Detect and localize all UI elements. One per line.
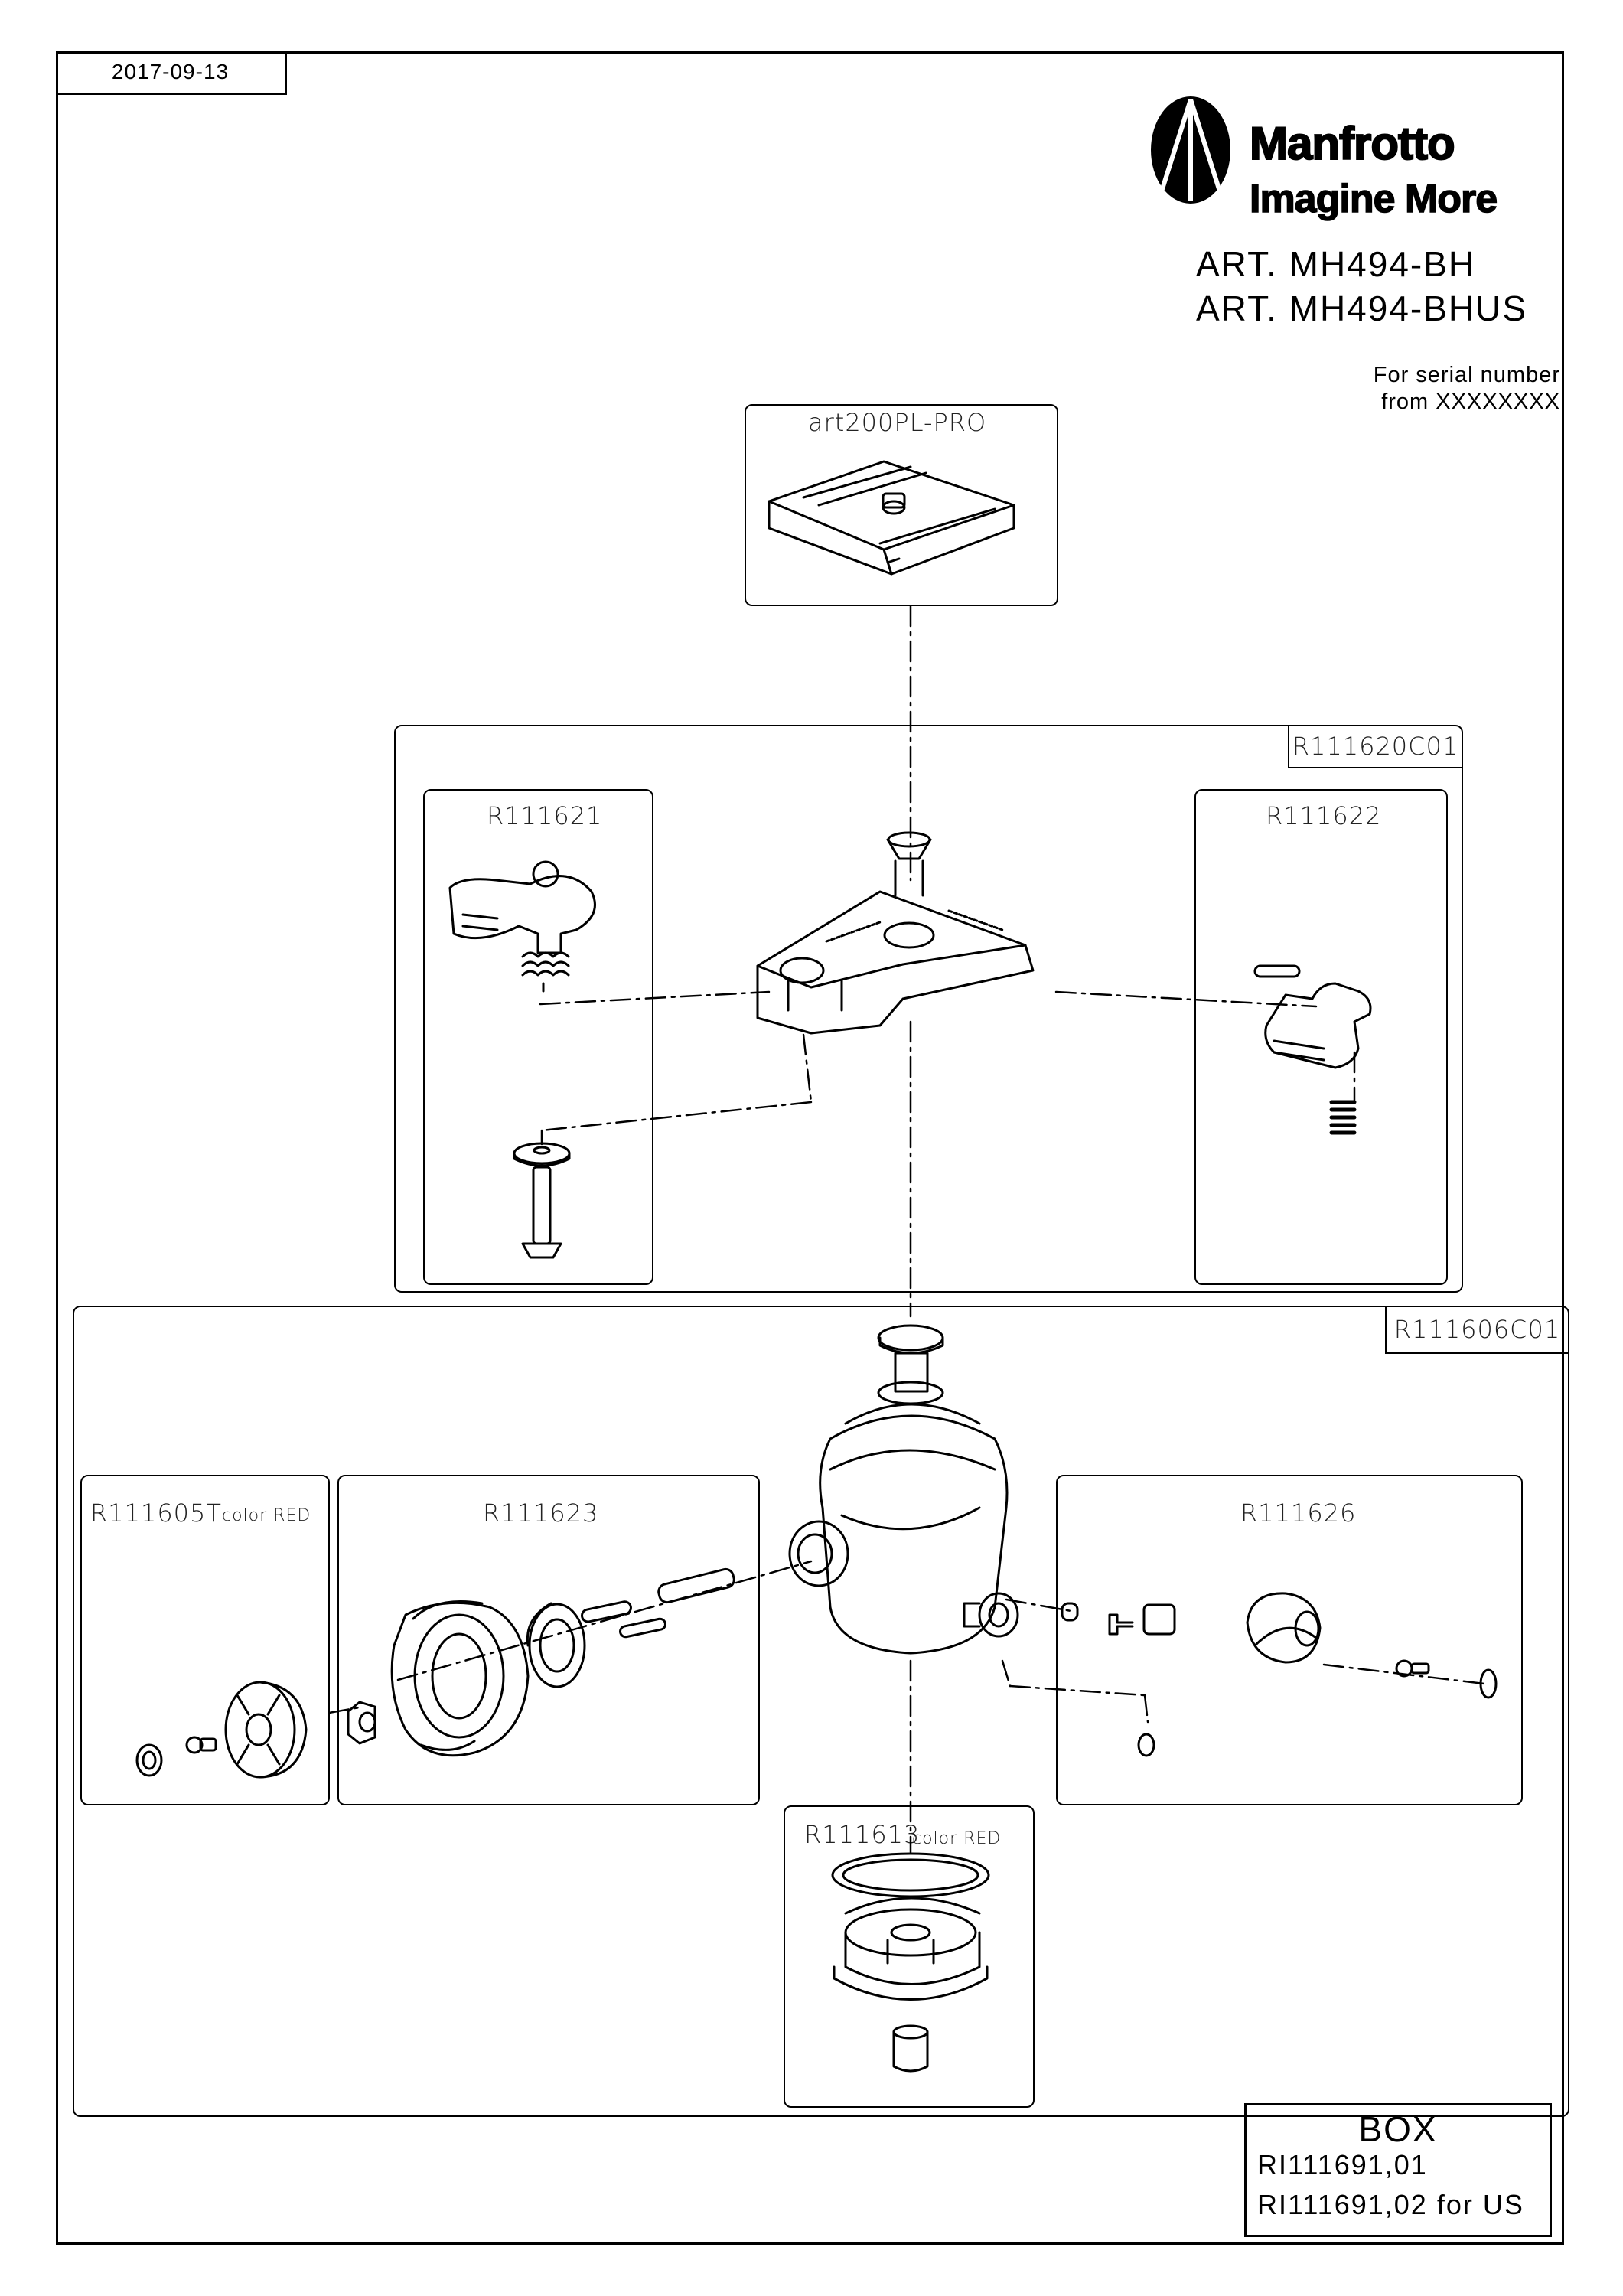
right-lever-code: R111622 <box>1266 801 1382 830</box>
base-color: color RED <box>912 1829 1002 1848</box>
friction-knob-part <box>347 1567 735 1757</box>
brand-tagline: Imagine More <box>1249 177 1498 221</box>
drawing-frame <box>56 51 1564 2245</box>
head-group-code: R111606C01 <box>1385 1306 1568 1354</box>
clamp-group-code: R111620C01 <box>1288 726 1462 768</box>
lock-knob-part <box>1061 1592 1498 1757</box>
pan-knob-code: R111605T <box>90 1499 222 1528</box>
plate-code: art200PL-PRO <box>808 408 987 437</box>
pan-knob-box <box>80 1475 330 1805</box>
article-number-1: ART. MH494-BH <box>1196 244 1476 284</box>
pan-knob-color: color RED <box>222 1506 311 1525</box>
left-knob-code: R111621 <box>487 801 603 830</box>
plate-box <box>745 404 1058 606</box>
clamp-lever-part <box>1253 964 1372 1135</box>
base-part <box>831 1852 990 2073</box>
date-stamp: 2017-09-13 <box>56 51 287 95</box>
lock-knob-code: R111626 <box>1240 1499 1357 1528</box>
box-code-1: RI111691,01 <box>1257 2149 1428 2180</box>
clamp-group-box <box>394 725 1463 1293</box>
serial-line-1: For serial number <box>1373 363 1560 387</box>
lock-knob-box <box>1056 1475 1523 1805</box>
box-code-2: RI111691,02 for US <box>1257 2189 1524 2220</box>
article-number-2: ART. MH494-BHUS <box>1196 289 1528 328</box>
box-info: BOX RI111691,01 RI111691,02 for US <box>1244 2103 1552 2237</box>
serial-line-2: from XXXXXXXX <box>1381 390 1560 414</box>
base-box <box>784 1805 1035 2108</box>
quick-release-plate <box>768 460 1015 576</box>
assembly-axis <box>328 605 1486 1854</box>
brand-name: Manfrotto <box>1249 118 1456 169</box>
clamp-body <box>756 831 1035 1035</box>
base-code: R111613 <box>804 1820 921 1849</box>
left-knob-box <box>423 789 653 1285</box>
right-lever-box <box>1194 789 1448 1285</box>
head-group-box <box>73 1306 1569 2117</box>
pan-knob-part <box>135 1681 308 1779</box>
friction-knob-box <box>337 1475 760 1805</box>
ball-head-body <box>788 1324 1019 1655</box>
clamp-knob-part <box>448 860 596 1259</box>
box-title: BOX <box>1358 2109 1438 2149</box>
friction-knob-code: R111623 <box>483 1499 599 1528</box>
